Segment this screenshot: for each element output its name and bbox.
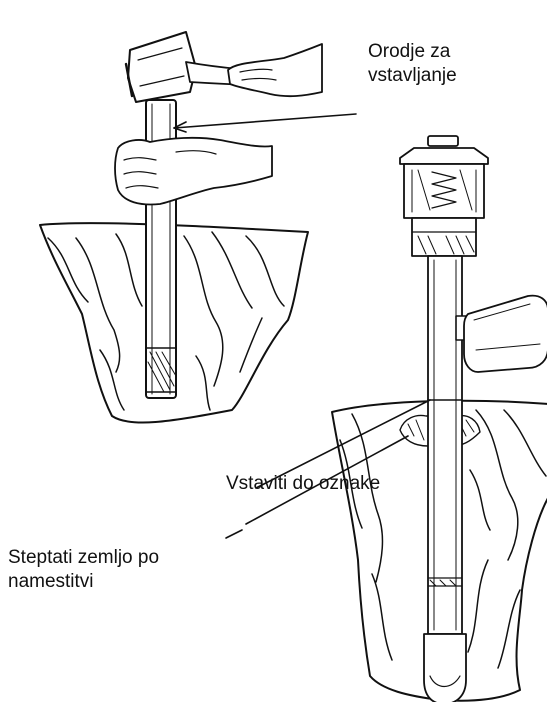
- tamp-soil-label: Steptati zemljo po namestitvi: [8, 546, 159, 594]
- insert-to-mark-label: Vstaviti do oznake: [226, 472, 380, 496]
- tool-leader-line: [174, 114, 356, 128]
- insertion-tool-label: Orodje za vstavljanje: [368, 40, 457, 88]
